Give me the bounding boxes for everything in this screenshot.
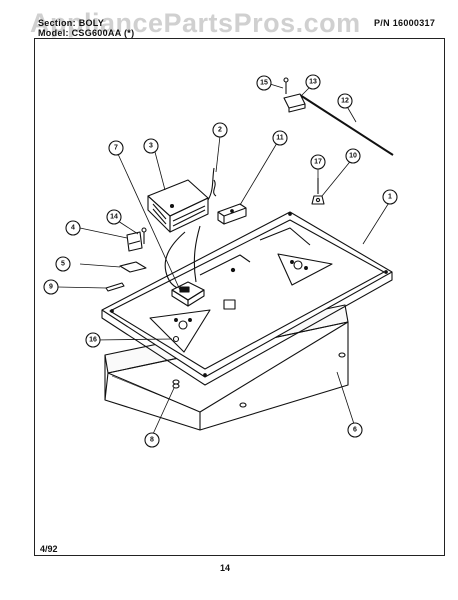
callout-11: 11 bbox=[272, 130, 288, 146]
callout-10: 10 bbox=[345, 148, 361, 164]
leader-lines bbox=[57, 83, 391, 435]
page-number: 14 bbox=[220, 563, 231, 573]
callout-6: 6 bbox=[347, 422, 363, 438]
hinge-bracket bbox=[126, 231, 143, 252]
callout-15: 15 bbox=[256, 75, 272, 91]
callout-12: 12 bbox=[337, 93, 353, 109]
svg-text:17: 17 bbox=[314, 159, 322, 166]
model-label: Model: CSG600AA (*) bbox=[38, 28, 135, 38]
callout-16: 16 bbox=[85, 332, 101, 348]
svg-text:10: 10 bbox=[349, 153, 357, 160]
footer-date: 4/92 bbox=[40, 544, 58, 554]
callout-markers: 1 2 3 4 5 6 7 8 9 10 11 12 13 14 15 16 1… bbox=[43, 74, 398, 448]
callout-3: 3 bbox=[143, 138, 159, 154]
callout-4: 4 bbox=[65, 220, 81, 236]
svg-text:4: 4 bbox=[71, 225, 75, 232]
svg-text:1: 1 bbox=[388, 194, 392, 201]
watermark-text: AppliancePartsPros.com bbox=[30, 8, 361, 38]
callout-8: 8 bbox=[144, 432, 160, 448]
ignition-module bbox=[147, 179, 209, 233]
svg-text:14: 14 bbox=[110, 214, 118, 221]
svg-text:9: 9 bbox=[49, 284, 53, 291]
callout-17: 17 bbox=[310, 154, 326, 170]
svg-text:3: 3 bbox=[149, 143, 153, 150]
callout-2: 2 bbox=[212, 122, 228, 138]
svg-text:8: 8 bbox=[150, 437, 154, 444]
main-cooktop bbox=[101, 211, 393, 386]
callout-7: 7 bbox=[108, 140, 124, 156]
callout-13: 13 bbox=[305, 74, 321, 90]
callout-1: 1 bbox=[382, 189, 398, 205]
diagram-frame bbox=[34, 38, 445, 556]
svg-text:2: 2 bbox=[218, 127, 222, 134]
svg-text:5: 5 bbox=[61, 261, 65, 268]
svg-text:11: 11 bbox=[276, 135, 284, 142]
svg-text:13: 13 bbox=[309, 79, 317, 86]
spark-switch bbox=[171, 281, 205, 307]
svg-text:6: 6 bbox=[353, 427, 357, 434]
part-number: P/N 16000317 bbox=[374, 18, 436, 28]
callout-5: 5 bbox=[55, 256, 71, 272]
callout-14: 14 bbox=[106, 209, 122, 225]
svg-text:7: 7 bbox=[114, 145, 118, 152]
svg-text:12: 12 bbox=[341, 98, 349, 105]
svg-text:16: 16 bbox=[89, 337, 97, 344]
callout-9: 9 bbox=[43, 279, 59, 295]
section-label: Section: BOLY bbox=[38, 18, 105, 28]
svg-text:15: 15 bbox=[260, 80, 268, 87]
mounting-bracket bbox=[217, 203, 247, 225]
